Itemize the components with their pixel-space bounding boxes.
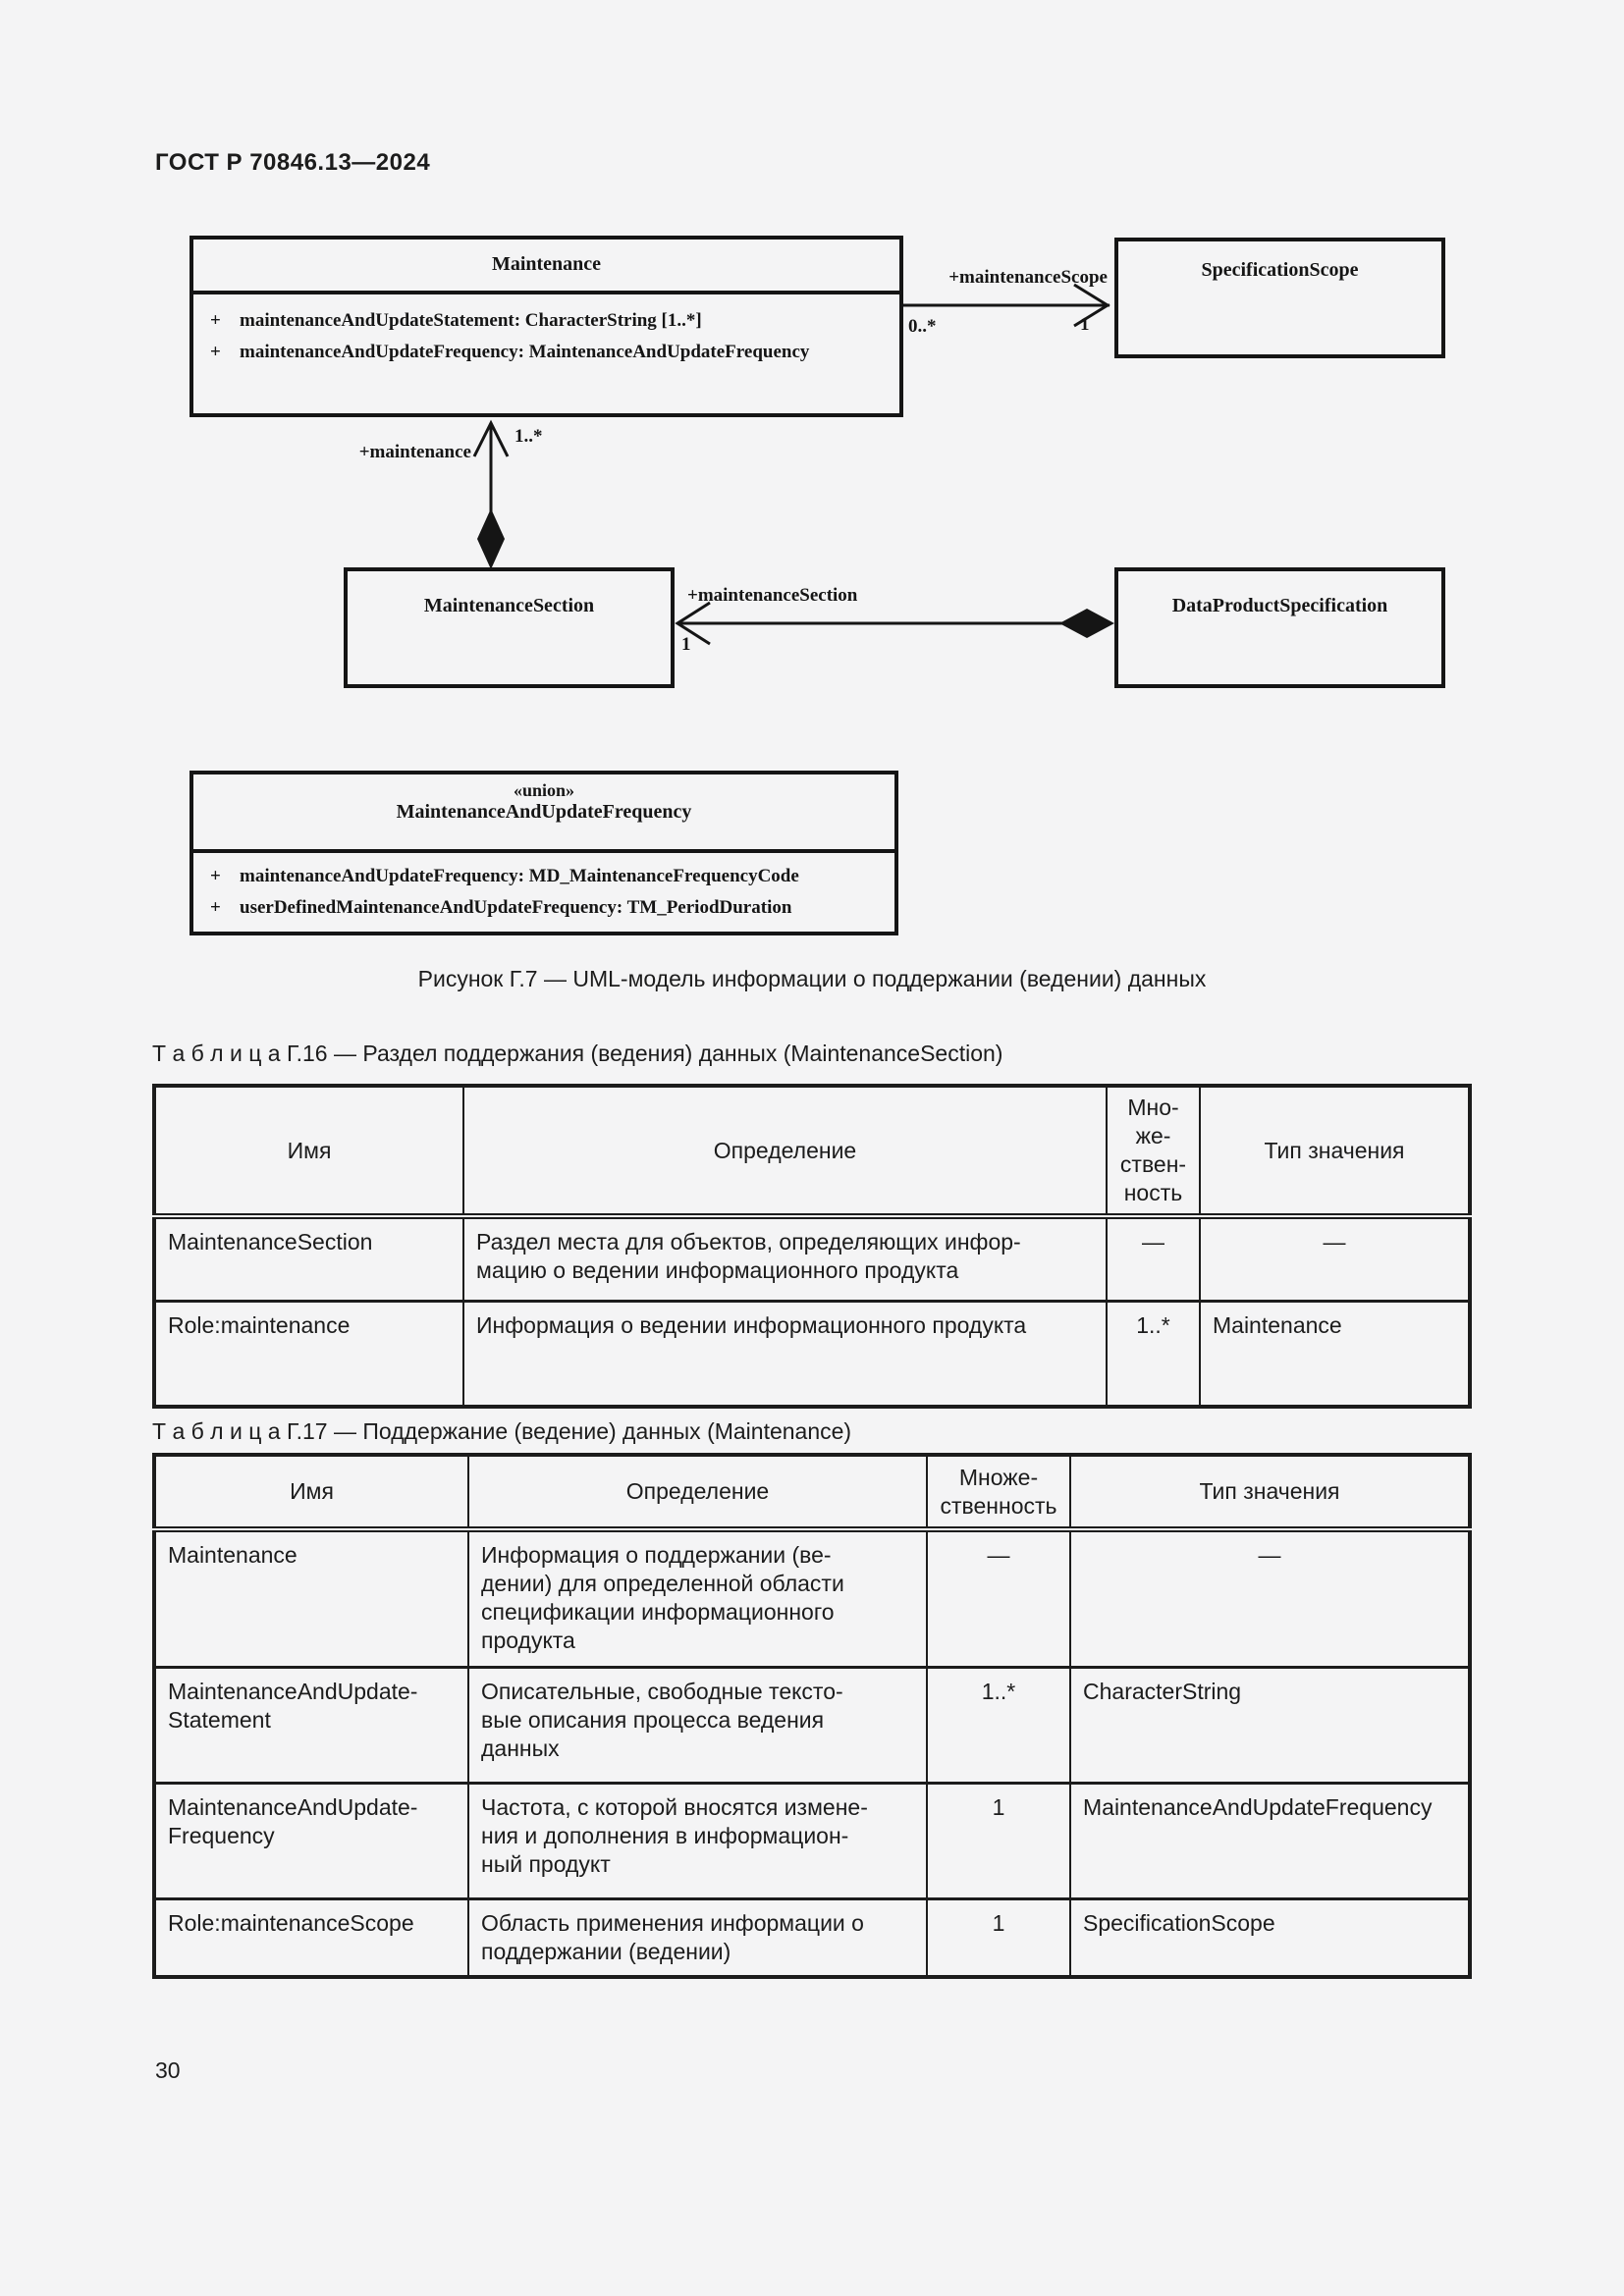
table-g17-title: Т а б л и ц а Г.17 — Поддержание (ведени… (152, 1418, 852, 1444)
cell-definition: Область применения информации о поддержа… (467, 1896, 928, 1977)
cell-name: Role:maintenanceScope (153, 1896, 469, 1977)
class-attribute: + maintenanceAndUpdateFrequency: Mainten… (193, 337, 899, 368)
table-row: MaintenanceSection Раздел места для объе… (153, 1214, 1471, 1301)
table-header-row: Имя Определение Мно- же- ствен- ность Ти… (153, 1086, 1471, 1219)
uml-class-maintenance: Maintenance + maintenanceAndUpdateStatem… (189, 236, 903, 417)
table-row: Role:maintenanceScope Область применения… (153, 1896, 1471, 1977)
cell-value-type: — (1199, 1214, 1471, 1301)
cell-multiplicity: 1 (926, 1781, 1071, 1898)
role-label-maintenance: +maintenance (358, 442, 471, 462)
cell-name: MaintenanceAndUpdate- Frequency (153, 1781, 469, 1898)
visibility-plus: + (210, 897, 221, 918)
cell-name: MaintenanceAndUpdate- Statement (153, 1665, 469, 1783)
column-header-multiplicity: Множе- ственность (926, 1455, 1071, 1532)
class-title: DataProductSpecification (1171, 595, 1388, 616)
class-title: SpecificationScope (1201, 259, 1359, 281)
uml-class-data-product-specification: DataProductSpecification (1114, 567, 1445, 688)
class-attribute: + maintenanceAndUpdateStatement: Charact… (193, 305, 899, 337)
uml-connectors (472, 283, 1114, 646)
cell-definition: Информация о поддержании (ве- дении) для… (467, 1527, 928, 1667)
cell-multiplicity: — (926, 1527, 1071, 1667)
cell-value-type: MaintenanceAndUpdateFrequency (1069, 1781, 1471, 1898)
class-attributes: + maintenanceAndUpdateStatement: Charact… (193, 294, 899, 368)
table-row: Role:maintenance Информация о ведении ин… (153, 1299, 1471, 1407)
page-number: 30 (155, 2057, 181, 2083)
cell-name: Role:maintenance (153, 1299, 464, 1407)
class-attributes: + maintenanceAndUpdateFrequency: MD_Main… (193, 853, 894, 924)
cell-value-type: — (1069, 1527, 1471, 1667)
cell-multiplicity: — (1106, 1214, 1201, 1301)
multiplicity-label: 0..* (908, 316, 937, 337)
column-header-definition: Определение (462, 1086, 1108, 1219)
cell-definition: Раздел места для объектов, определяющих … (462, 1214, 1108, 1301)
visibility-plus: + (210, 310, 221, 331)
class-title: Maintenance (193, 240, 899, 294)
open-arrowhead-icon (472, 419, 510, 457)
attribute-text: maintenanceAndUpdateStatement: Character… (240, 310, 702, 331)
class-attribute: + userDefinedMaintenanceAndUpdateFrequen… (193, 892, 894, 924)
attribute-text: userDefinedMaintenanceAndUpdateFrequency… (240, 897, 792, 918)
multiplicity-label: 1 (681, 634, 691, 655)
column-header-name: Имя (153, 1455, 469, 1532)
visibility-plus: + (210, 866, 221, 886)
uml-class-specification-scope: SpecificationScope (1114, 238, 1445, 358)
class-title: MaintenanceAndUpdateFrequency (396, 801, 692, 823)
table-row: MaintenanceAndUpdate- Frequency Частота,… (153, 1781, 1471, 1898)
composition-diamond-icon (1059, 609, 1114, 638)
composition-diamond-icon (477, 508, 505, 569)
column-header-value-type: Тип значения (1199, 1086, 1471, 1219)
uml-class-maintenance-and-update-frequency: «union» MaintenanceAndUpdateFrequency + … (189, 771, 898, 935)
class-title: MaintenanceSection (423, 595, 595, 616)
role-label-maintenance-section: +maintenanceSection (687, 585, 858, 606)
column-header-multiplicity: Мно- же- ствен- ность (1106, 1086, 1201, 1219)
role-label-maintenance-scope: +maintenanceScope (948, 267, 1108, 288)
document-number: ГОСТ Р 70846.13—2024 (155, 149, 431, 176)
class-title-compartment: «union» MaintenanceAndUpdateFrequency (193, 774, 894, 853)
cell-definition: Частота, с которой вносятся измене- ния … (467, 1781, 928, 1898)
cell-multiplicity: 1..* (926, 1665, 1071, 1783)
table-row: Maintenance Информация о поддержании (ве… (153, 1527, 1471, 1667)
open-arrowhead-icon (1073, 283, 1110, 328)
multiplicity-label: 1..* (514, 426, 543, 447)
table-g17: Имя Определение Множе- ственность Тип зн… (152, 1453, 1472, 1979)
cell-definition: Описательные, свободные тексто- вые опис… (467, 1665, 928, 1783)
table-row: MaintenanceAndUpdate- Statement Описател… (153, 1665, 1471, 1783)
cell-value-type: CharacterString (1069, 1665, 1471, 1783)
class-stereotype: «union» (513, 780, 575, 800)
table-g16: Имя Определение Мно- же- ствен- ность Ти… (152, 1084, 1472, 1409)
cell-name: MaintenanceSection (153, 1214, 464, 1301)
cell-multiplicity: 1..* (1106, 1299, 1201, 1407)
cell-value-type: Maintenance (1199, 1299, 1471, 1407)
column-header-definition: Определение (467, 1455, 928, 1532)
column-header-name: Имя (153, 1086, 464, 1219)
attribute-text: maintenanceAndUpdateFrequency: Maintenan… (240, 342, 810, 362)
cell-value-type: SpecificationScope (1069, 1896, 1471, 1977)
cell-definition: Информация о ведении информационного про… (462, 1299, 1108, 1407)
open-arrowhead-icon (675, 601, 711, 646)
uml-class-maintenance-section: MaintenanceSection (344, 567, 675, 688)
column-header-value-type: Тип значения (1069, 1455, 1471, 1532)
table-header-row: Имя Определение Множе- ственность Тип зн… (153, 1455, 1471, 1532)
attribute-text: maintenanceAndUpdateFrequency: MD_Mainte… (240, 866, 799, 886)
cell-name: Maintenance (153, 1527, 469, 1667)
multiplicity-label: 1 (1080, 314, 1090, 335)
visibility-plus: + (210, 342, 221, 362)
table-g16-title: Т а б л и ц а Г.16 — Раздел поддержания … (152, 1041, 1003, 1066)
class-attribute: + maintenanceAndUpdateFrequency: MD_Main… (193, 861, 894, 892)
figure-caption: Рисунок Г.7 — UML-модель информации о по… (417, 966, 1207, 991)
cell-multiplicity: 1 (926, 1896, 1071, 1977)
